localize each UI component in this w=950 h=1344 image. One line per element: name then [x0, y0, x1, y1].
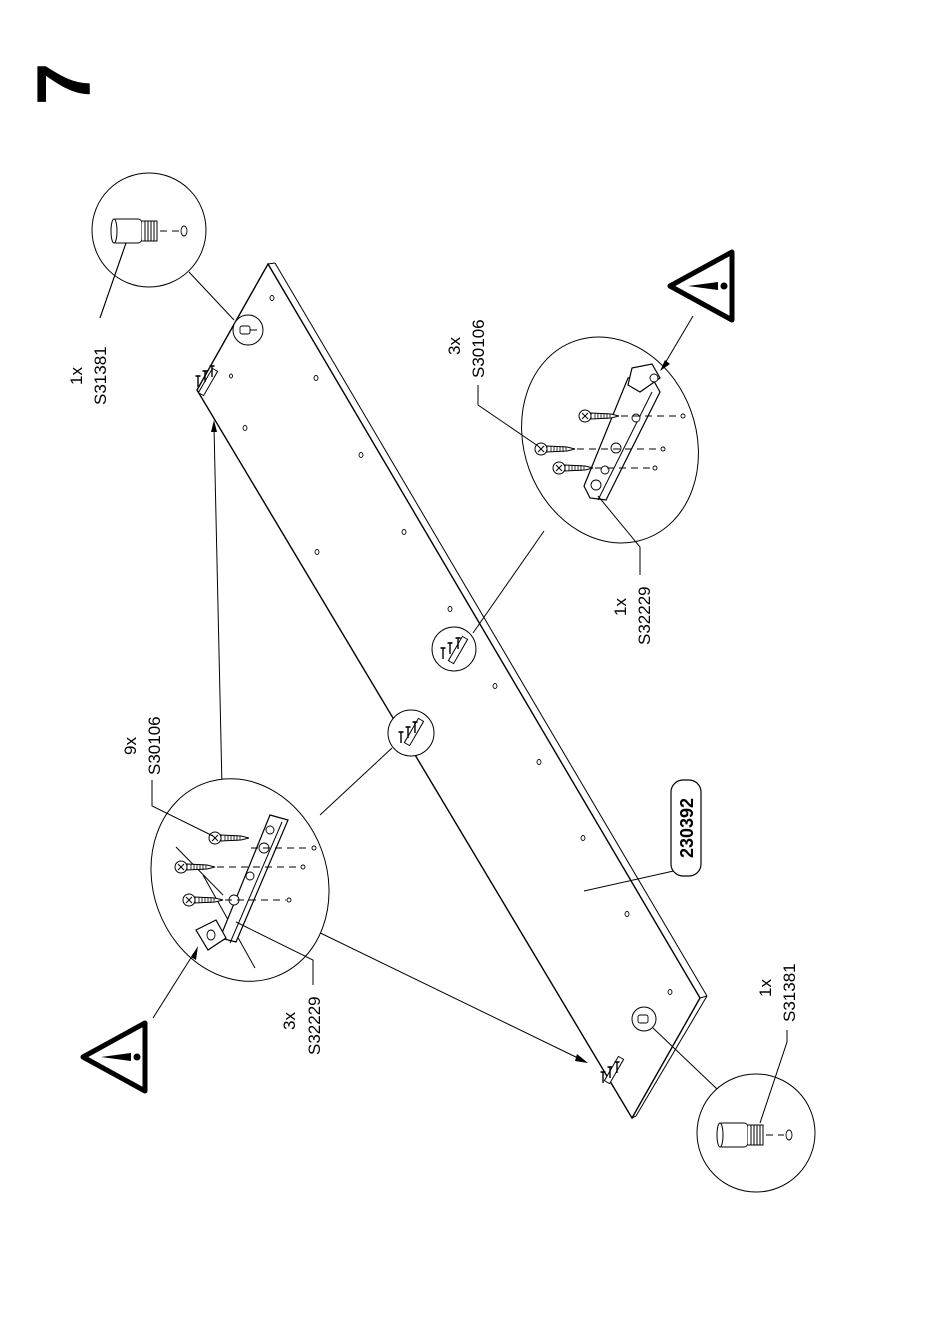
svg-text:3x: 3x	[445, 337, 464, 355]
warning-triangle-icon	[83, 946, 198, 1091]
svg-text:S31381: S31381	[91, 346, 110, 405]
svg-text:1x: 1x	[67, 367, 86, 385]
dowel-detail-top-left	[92, 173, 206, 318]
svg-text:9x: 9x	[121, 737, 140, 755]
callout-top-left-dowel: 1x S31381	[67, 243, 126, 405]
step-number: 7	[22, 63, 107, 105]
warning-triangle-icon	[660, 252, 732, 371]
svg-text:S30106: S30106	[145, 716, 164, 775]
svg-text:1x: 1x	[756, 979, 775, 997]
svg-text:S32229: S32229	[305, 996, 324, 1055]
svg-text:1x: 1x	[611, 598, 630, 616]
svg-text:3x: 3x	[280, 1012, 299, 1030]
svg-text:S32229: S32229	[635, 586, 654, 645]
svg-text:S31381: S31381	[780, 963, 799, 1022]
svg-text:230392: 230392	[677, 798, 697, 858]
dowel-detail-bottom-right	[697, 1074, 815, 1192]
svg-text:7: 7	[22, 63, 107, 105]
bracket-detail-right	[493, 312, 726, 568]
svg-text:S30106: S30106	[469, 319, 488, 378]
bracket-spot-middle-right	[432, 627, 476, 671]
bracket-detail-left	[123, 753, 357, 1006]
bracket-spot-middle-left	[388, 710, 434, 756]
